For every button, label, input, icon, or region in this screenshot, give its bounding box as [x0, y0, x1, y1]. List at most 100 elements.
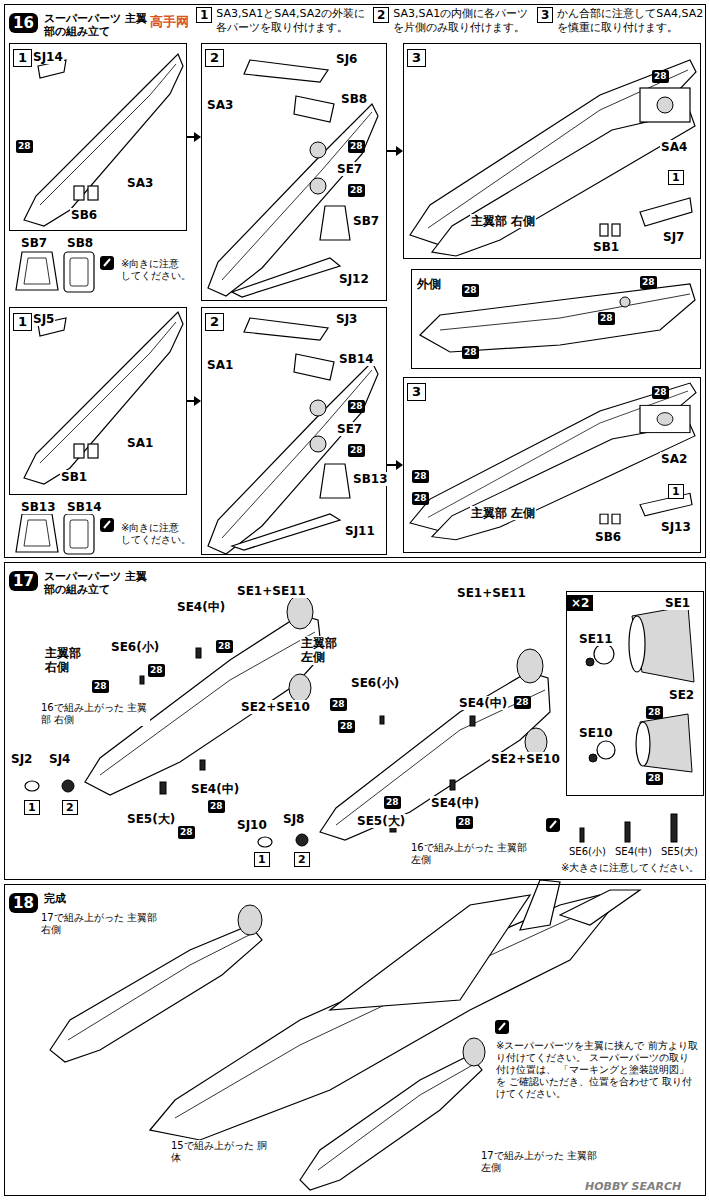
note-text: 16で組み上がった 主翼部 右側	[40, 702, 150, 726]
wing-left-with-nozzles	[258, 649, 550, 847]
part-label: SE6(小)	[350, 676, 400, 690]
callout-number: 1	[668, 170, 684, 185]
panel-line	[440, 294, 690, 330]
nozzle-ball	[589, 754, 597, 762]
note-text: ※スーパーパーツを主翼に挟んで 前方より取り付けてください。 スーパーパーツの取…	[495, 1040, 700, 1100]
antenna-nub	[140, 676, 144, 684]
part-label: SB6	[70, 208, 98, 222]
step-number: ×2	[567, 595, 593, 611]
part-label: SJ12	[338, 272, 370, 286]
part-label: SB1	[592, 240, 620, 254]
side-plate	[640, 493, 692, 515]
part-label: 主翼部 左側	[300, 636, 340, 665]
part-label: SB8	[66, 236, 94, 250]
part-label: SE6(小)	[568, 846, 607, 858]
paint-code: 28	[348, 444, 365, 457]
nub-large	[671, 814, 677, 842]
lower-plate	[232, 258, 340, 297]
size-guide	[546, 814, 677, 842]
panel-line	[40, 322, 176, 463]
paint-code: 28	[462, 284, 479, 297]
part-label: SJ3	[335, 312, 358, 326]
part-label: SJ8	[282, 812, 305, 826]
small-part	[600, 224, 608, 236]
brush-icon	[104, 521, 110, 528]
watermark: HOBBY SEARCH	[585, 1180, 681, 1193]
antenna-nub	[450, 780, 455, 790]
paint-code: 28	[646, 706, 663, 719]
part-sketch	[64, 514, 94, 554]
part-label: SE11	[578, 632, 614, 646]
part-sketch	[64, 252, 94, 292]
arrow-line	[387, 150, 397, 152]
instruction-step: 2SA3,SA1の内側に各パーツを片側のみ取り付けます。	[373, 7, 531, 37]
wing-assembled	[410, 60, 696, 256]
paint-code: 28	[652, 386, 669, 399]
note-text: ※大きさに注意してください。	[560, 862, 700, 874]
part-sketch	[16, 252, 58, 290]
paint-code: 28	[598, 312, 615, 325]
fuselage	[150, 895, 610, 1140]
paint-code: 28	[178, 826, 195, 839]
cylinder-part	[310, 178, 326, 194]
part-label: SE10	[578, 726, 614, 740]
part-label: SA2	[660, 452, 688, 466]
wing-outer-part	[24, 54, 183, 226]
part-label: SE5(大)	[356, 814, 406, 828]
nozzle	[238, 905, 262, 935]
part-label: SB13	[20, 500, 57, 514]
step-title: スーパーパーツ 主翼部の組み立て	[44, 13, 154, 38]
wing-assembled	[410, 383, 696, 540]
detail-part	[657, 97, 673, 113]
nozzle-rim	[629, 616, 645, 672]
wing-shell	[410, 60, 696, 245]
paint-code: 28	[384, 796, 401, 809]
detail-part	[657, 413, 673, 426]
super-part-left	[300, 1055, 482, 1190]
part-label: SE2	[668, 688, 695, 702]
nub-small	[580, 828, 584, 842]
step-number: 16	[9, 13, 38, 33]
nose-cap	[296, 834, 308, 846]
detail-inset	[640, 405, 690, 432]
paint-code: 28	[514, 696, 531, 709]
paint-code: 28	[208, 800, 225, 813]
note-text: 15で組み上がった 胴体	[170, 1140, 270, 1164]
side-plate	[640, 198, 692, 226]
part-label: SJ4	[48, 752, 71, 766]
nozzle	[287, 595, 313, 629]
small-part	[88, 444, 98, 458]
outer-view	[420, 284, 695, 352]
paint-code: 28	[456, 816, 473, 829]
wing-shell	[24, 54, 183, 226]
part-label: SE5(大)	[126, 812, 176, 826]
step-number: 2	[205, 313, 224, 331]
paint-code: 28	[412, 470, 429, 483]
paint-code: 28	[330, 698, 347, 711]
step-number: 2	[205, 49, 224, 67]
detail-inset	[640, 88, 690, 122]
tail-fin	[520, 880, 560, 930]
paint-code: 28	[646, 772, 663, 785]
orientation-sketch	[16, 252, 114, 292]
step-arrow	[387, 146, 403, 156]
part-label: SE4(中)	[430, 796, 480, 810]
nose-cap	[25, 781, 39, 791]
step-arrow	[187, 132, 201, 142]
part-label: SE1	[664, 596, 691, 610]
step-number: 1	[13, 49, 32, 67]
paint-code: 28	[338, 720, 355, 733]
step-number: 1	[13, 313, 32, 331]
main-wing	[330, 895, 530, 1010]
step-number: 1	[196, 7, 212, 23]
callout-number: 2	[62, 800, 78, 815]
nose-cap	[62, 780, 74, 792]
nozzle-ball	[586, 658, 594, 666]
frame-part	[320, 464, 350, 498]
part-label: SE7	[336, 162, 363, 176]
part-label: SE1+SE11	[456, 586, 527, 600]
part-label: SE6(小)	[110, 640, 160, 654]
arrow-head	[396, 146, 403, 156]
nub-medium	[625, 822, 630, 842]
paint-code: 28	[16, 140, 33, 153]
